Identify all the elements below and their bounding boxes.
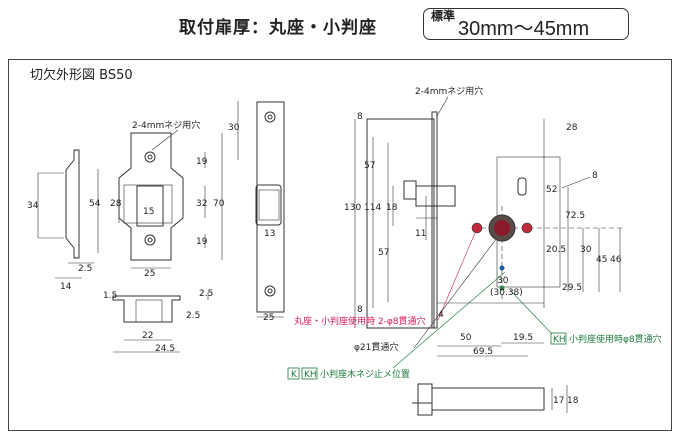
front-screw-note: 2-4mmネジ用穴 [415, 85, 483, 97]
dim-46: 46 [610, 255, 622, 265]
dim-54: 54 [89, 199, 101, 209]
dim-57-b: 57 [378, 248, 389, 258]
dim-15: 15 [143, 207, 154, 217]
lock-body [354, 111, 625, 357]
dim-2-5-b: 2.5 [199, 289, 213, 299]
strike-plate-bottom [112, 292, 209, 353]
dim-32: 32 [196, 199, 207, 209]
dim-8-b: 8 [357, 305, 363, 315]
kh-badge-2: KH [304, 370, 317, 380]
dim-8-c: 8 [592, 171, 598, 181]
dim-11: 11 [415, 229, 426, 239]
dim-30-b: 30 [580, 245, 592, 255]
door-thickness-value: 30mm〜45mm [458, 18, 590, 40]
dim-70: 70 [213, 199, 225, 209]
dim-30-a: 30 [228, 123, 240, 133]
dim-34: 34 [27, 201, 39, 211]
dim-25-a: 25 [144, 269, 155, 279]
dim-8-a: 8 [357, 112, 363, 122]
dim-19-b: 19 [196, 237, 208, 247]
dim-20-5: 20.5 [546, 245, 566, 255]
strike-screw-note: 2-4mmネジ用穴 [132, 119, 200, 131]
kh-badge: KH [553, 335, 566, 345]
dim-69-5: 69.5 [473, 347, 493, 357]
dim-22: 22 [142, 331, 153, 341]
dim-19-a: 19 [196, 157, 208, 167]
dim-2-5-c: 2.5 [186, 311, 200, 321]
dim-18: 18 [386, 203, 398, 213]
dim-4: 4 [438, 310, 444, 320]
spindle-holes [471, 214, 533, 291]
dim-45: 45 [596, 255, 607, 265]
dim-50: 50 [460, 333, 472, 343]
through-hole-8-note: 丸座・小判座使用時 2-φ8貫通穴 [294, 315, 426, 327]
dim-72-5: 72.5 [565, 211, 585, 221]
dim-18-b: 18 [567, 396, 579, 406]
dim-114: 114 [364, 203, 381, 213]
dim-17: 17 [553, 396, 564, 406]
dim-52: 52 [546, 185, 557, 195]
front-plate [255, 101, 285, 318]
dim-130: 130 [344, 203, 361, 213]
dim-30-c: 30 [497, 276, 509, 286]
header-title: 取付扉厚：丸座・小判座 [179, 18, 377, 38]
dim-29-5: 29.5 [562, 283, 582, 293]
diagram-frame [8, 59, 672, 431]
diagram-title: 切欠外形図 BS50 [30, 68, 133, 83]
dim-57-a: 57 [364, 161, 375, 171]
dim-24-5: 24.5 [155, 344, 175, 354]
lock-side-view [412, 383, 568, 416]
dim-13: 13 [264, 229, 275, 239]
kh-through-hole-note: 小判座使用時φ8貫通穴 [569, 333, 662, 345]
door-thickness-box [423, 8, 629, 40]
wood-screw-note: 小判座木ネジ止メ位置 [320, 368, 410, 380]
dim-28: 28 [110, 199, 122, 209]
k-badge: K [291, 370, 298, 380]
standard-label: 標準 [430, 9, 455, 23]
strike-plate-front [97, 101, 239, 269]
dim-25-b: 25 [263, 313, 274, 323]
dim-1-5: 1.5 [103, 291, 117, 301]
through-hole-21-note: φ21貫通穴 [354, 341, 398, 353]
strike-side-view [37, 149, 94, 279]
dim-2-5-a: 2.5 [78, 264, 92, 274]
dim-14: 14 [60, 282, 72, 292]
dim-28-b: 28 [566, 123, 578, 133]
dim-19-5: 19.5 [513, 333, 533, 343]
dim-30-38: (30.38) [490, 288, 523, 298]
